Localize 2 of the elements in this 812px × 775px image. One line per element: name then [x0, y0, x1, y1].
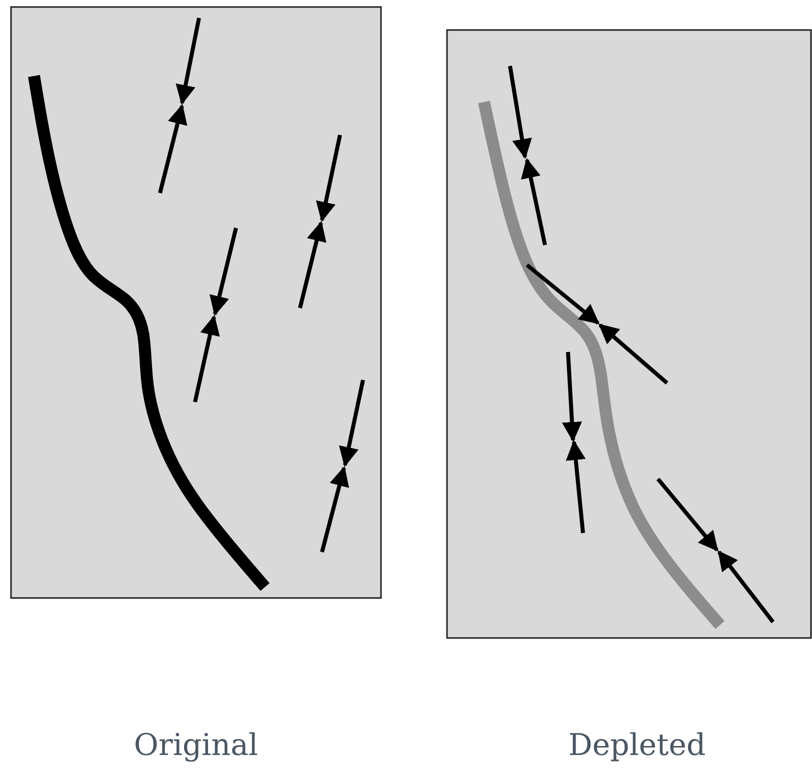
- panel-caption: Depleted: [567, 728, 707, 763]
- panel-caption: Original: [132, 728, 260, 763]
